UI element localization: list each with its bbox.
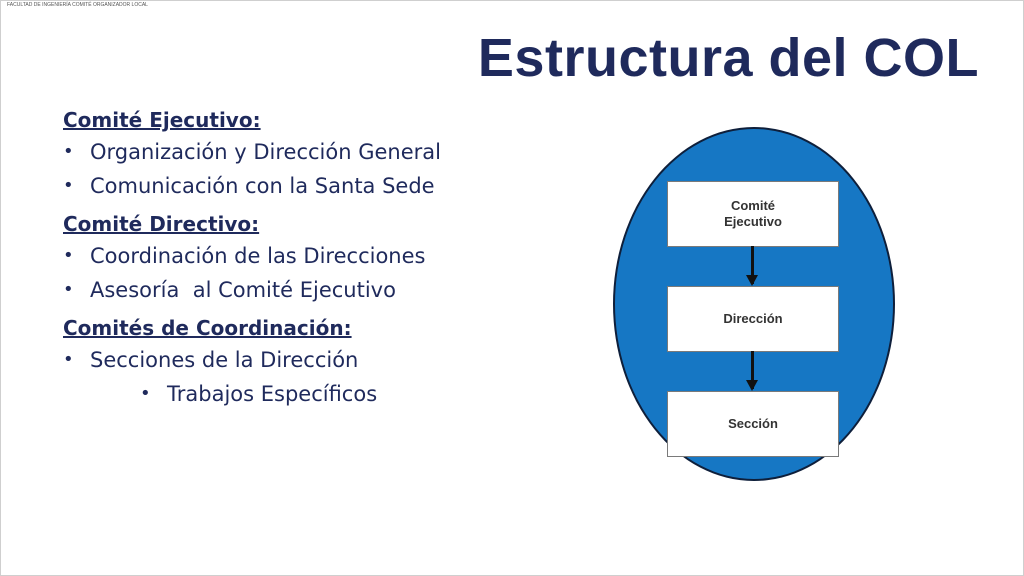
bullet-icon: • xyxy=(63,349,74,370)
bullet-list-comite-ejecutivo: • Organización y Dirección General • Com… xyxy=(63,135,503,203)
bullet-text: Comunicación con la Santa Sede xyxy=(90,174,435,198)
bullet-icon: • xyxy=(63,175,74,196)
down-arrow-icon xyxy=(746,351,758,391)
diagram-box-comite-ejecutivo: Comité Ejecutivo xyxy=(667,181,839,247)
bullet-list-comites-coordinacion: • Secciones de la Dirección • Trabajos E… xyxy=(63,343,503,411)
diagram-box-direccion: Dirección xyxy=(667,286,839,352)
bullet-text: Secciones de la Dirección xyxy=(90,348,359,372)
section-heading-comites-coordinacion: Comités de Coordinación: xyxy=(63,316,352,340)
bullet-icon: • xyxy=(63,279,74,300)
section-heading-comite-directivo: Comité Directivo: xyxy=(63,212,260,236)
down-arrow-icon xyxy=(746,246,758,286)
bullet-icon: • xyxy=(140,383,151,404)
bullet-text: Organización y Dirección General xyxy=(90,140,441,164)
content-area: Comité Ejecutivo: • Organización y Direc… xyxy=(63,105,503,417)
org-diagram: Comité Ejecutivo Dirección Sección xyxy=(613,127,895,481)
bullet-item-indented: • Trabajos Específicos xyxy=(140,377,503,411)
bullet-item: • Coordinación de las Direcciones xyxy=(63,239,503,273)
bullet-text: Coordinación de las Direcciones xyxy=(90,244,426,268)
bullet-icon: • xyxy=(63,245,74,266)
bullet-text: Asesoría al Comité Ejecutivo xyxy=(90,278,396,302)
bullet-item: • Secciones de la Dirección xyxy=(63,343,503,377)
diagram-box-seccion: Sección xyxy=(667,391,839,457)
section-heading-comite-ejecutivo: Comité Ejecutivo: xyxy=(63,108,261,132)
bullet-text: Trabajos Específicos xyxy=(167,382,378,406)
bullet-item: • Organización y Dirección General xyxy=(63,135,470,169)
slide-title: Estructura del COL xyxy=(477,28,979,88)
bullet-item: • Asesoría al Comité Ejecutivo xyxy=(63,273,503,307)
bullet-icon: • xyxy=(63,141,74,162)
bullet-list-comite-directivo: • Coordinación de las Direcciones • Ases… xyxy=(63,239,503,307)
header-note: FACULTAD DE INGENIERÍA COMITÉ ORGANIZADO… xyxy=(7,2,148,8)
bullet-item: • Comunicación con la Santa Sede xyxy=(63,169,503,203)
